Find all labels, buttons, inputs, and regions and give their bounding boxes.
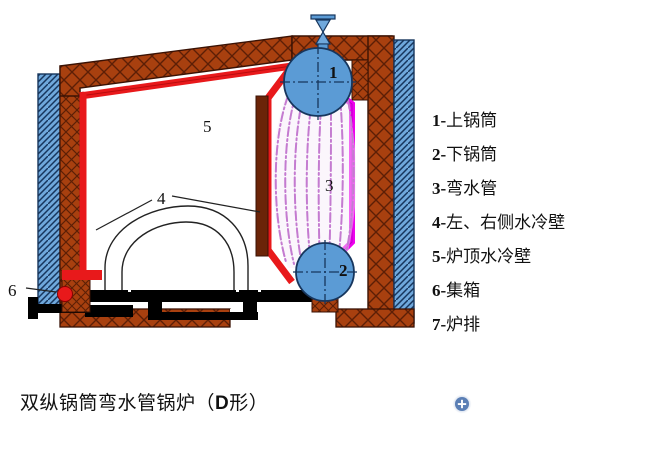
legend-item-2: 2-下锅筒	[432, 146, 642, 163]
callout-4: 4	[157, 189, 166, 208]
caption-paren-open: （	[195, 393, 216, 414]
callout-2: 2	[339, 261, 348, 280]
plus-circle-icon[interactable]	[452, 394, 472, 414]
legend-label-3: 弯水管	[446, 179, 498, 198]
legend-dash-1: -	[440, 111, 447, 130]
right-casing-panel	[393, 39, 415, 324]
bundle-tint	[272, 94, 357, 268]
legend-num-3: 3	[432, 179, 441, 198]
left-casing-panel	[37, 73, 61, 310]
legend-dash-4: -	[440, 213, 447, 232]
upper-drum	[280, 14, 356, 120]
legend-num-5: 5	[432, 247, 441, 266]
legend-item-7: 7-炉排	[432, 316, 642, 333]
legend-num-4: 4	[432, 213, 441, 232]
callout-3: 3	[325, 176, 334, 195]
caption-main: 双纵锅筒弯水管锅炉	[20, 393, 196, 414]
legend-label-5: 炉顶水冷壁	[446, 247, 532, 266]
header-collector	[57, 270, 102, 313]
legend-item-6: 6-集箱	[432, 282, 642, 299]
lower-drum	[293, 240, 357, 304]
callout-1: 1	[329, 63, 338, 82]
legend-dash-6: -	[440, 281, 447, 300]
right-brick-wall	[367, 35, 395, 320]
caption-tail: 形）	[229, 393, 269, 414]
legend-label-6: 集箱	[446, 281, 481, 300]
legend-num-7: 7	[432, 315, 441, 334]
legend-item-3: 3-弯水管	[432, 180, 642, 197]
legend-num-6: 6	[432, 281, 441, 300]
legend-dash-2: -	[440, 145, 447, 164]
water-wall-tubes-red	[79, 62, 295, 300]
legend-dash-5: -	[440, 247, 447, 266]
legend-label-2: 下锅筒	[446, 145, 498, 164]
callout-6: 6	[8, 281, 17, 300]
legend-item-5: 5-炉顶水冷壁	[432, 248, 642, 265]
furnace-arch	[104, 205, 249, 298]
callout-labels: 1 2 3 4 5 6	[8, 63, 348, 300]
caption-d-letter: D	[215, 393, 230, 414]
legend-label-1: 上锅筒	[446, 111, 498, 130]
figure-caption: 双纵锅筒弯水管锅炉（D形）	[20, 388, 268, 415]
legend-item-1: 1-上锅筒	[432, 112, 642, 129]
legend-num-1: 1	[432, 111, 441, 130]
legend-num-2: 2	[432, 145, 441, 164]
legend-list: 1-上锅筒 2-下锅筒 3-弯水管 4-左、右侧水冷壁 5-炉顶水冷壁 6-集箱…	[432, 112, 642, 350]
callout-leader-lines	[25, 195, 261, 293]
legend-item-4: 4-左、右侧水冷壁	[432, 214, 642, 231]
legend-dash-3: -	[440, 179, 447, 198]
legend-label-7: 炉排	[446, 315, 481, 334]
callout-5: 5	[203, 117, 212, 136]
boiler-enclosure	[37, 35, 415, 328]
legend-label-4: 左、右侧水冷壁	[446, 213, 566, 232]
inner-right-brick	[351, 59, 369, 101]
legend-dash-7: -	[440, 315, 447, 334]
grate-assembly	[28, 278, 330, 320]
